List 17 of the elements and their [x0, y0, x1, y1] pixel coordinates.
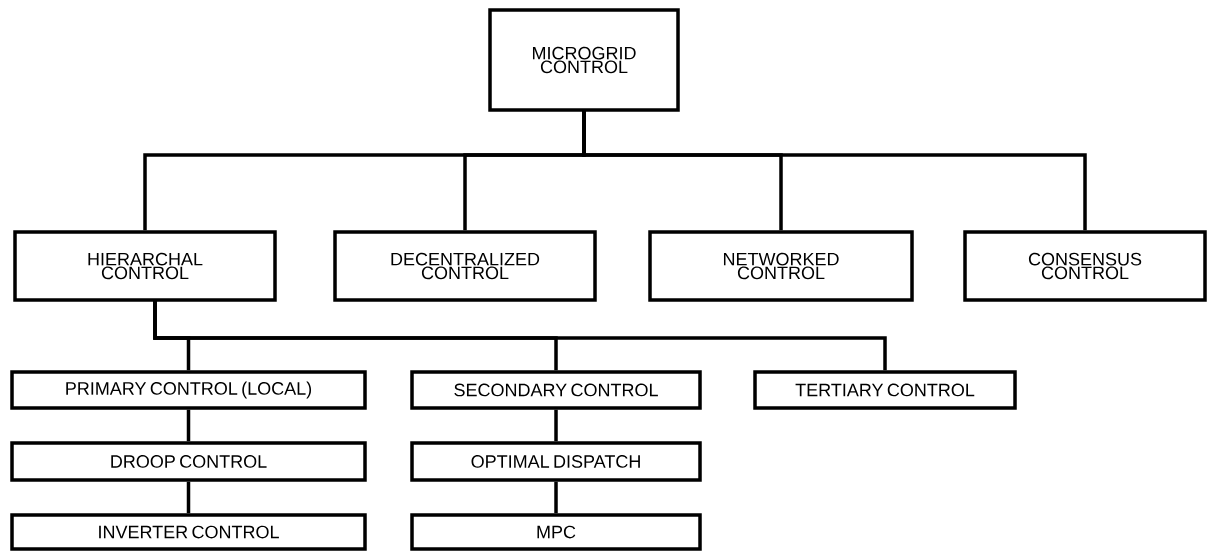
control-box: MICROGRID CONTROL	[488, 8, 680, 112]
control-box: OPTIMAL DISPATCH	[410, 441, 702, 482]
control-box: DROOP CONTROL	[10, 441, 367, 482]
control-box: SECONDARY CONTROL	[410, 370, 702, 410]
connector-line	[186, 409, 191, 442]
control-box: MPC	[410, 513, 702, 551]
connector-line	[554, 481, 558, 514]
control-box: HIERARCHAL CONTROL	[13, 230, 277, 302]
control-box: INVERTER CONTROL	[10, 513, 367, 551]
connector-line	[186, 481, 191, 514]
connector-line	[153, 300, 887, 371]
control-box: NETWORKED CONTROL	[648, 230, 914, 302]
control-box: PRIMARY CONTROL (LOCAL)	[10, 370, 367, 410]
control-box: DECENTRALIZED CONTROL	[333, 230, 597, 302]
control-box: TERTIARY CONTROL	[753, 370, 1017, 410]
connector-line	[554, 409, 558, 442]
control-box: CONSENSUS CONTROL	[963, 230, 1207, 302]
